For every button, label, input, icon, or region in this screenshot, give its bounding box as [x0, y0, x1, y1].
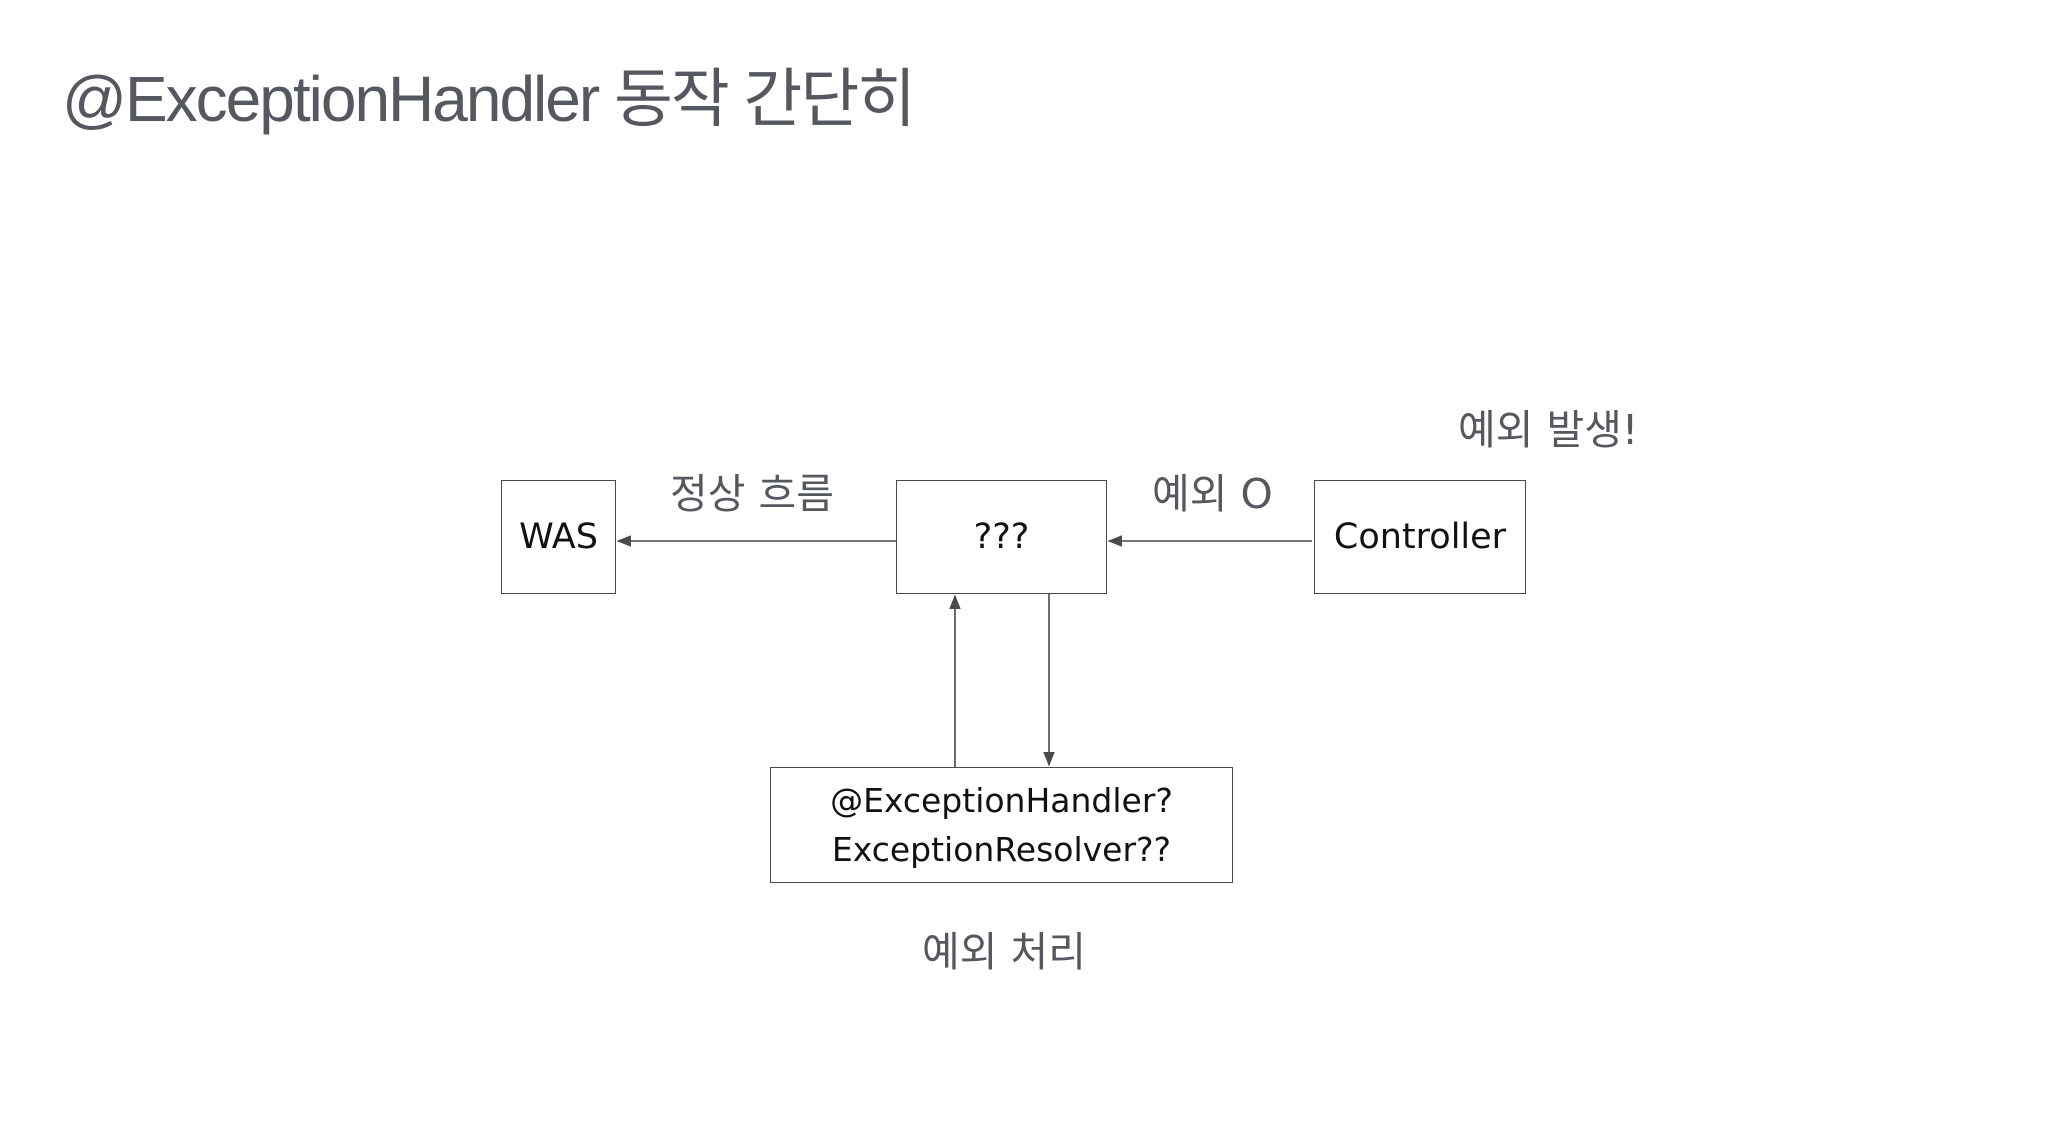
handler-label-line2: ExceptionResolver?? [831, 830, 1172, 869]
normal-flow-label: 정상 흐름 [670, 470, 834, 518]
unknown-label: ??? [973, 517, 1030, 557]
unknown-node: ??? [896, 480, 1107, 594]
was-label: WAS [519, 517, 598, 557]
exception-occur-label: 예외 발생! [1458, 406, 1639, 454]
page-title: @ExceptionHandler 동작 간단히 [62, 63, 916, 135]
controller-label: Controller [1333, 517, 1507, 557]
exception-handler-node: @ExceptionHandler? ExceptionResolver?? [770, 767, 1233, 883]
controller-node: Controller [1314, 480, 1526, 594]
exception-o-label: 예외 O [1152, 470, 1273, 518]
handler-label-line1: @ExceptionHandler? [830, 781, 1173, 820]
exception-handle-label: 예외 처리 [922, 928, 1086, 976]
was-node: WAS [501, 480, 616, 594]
